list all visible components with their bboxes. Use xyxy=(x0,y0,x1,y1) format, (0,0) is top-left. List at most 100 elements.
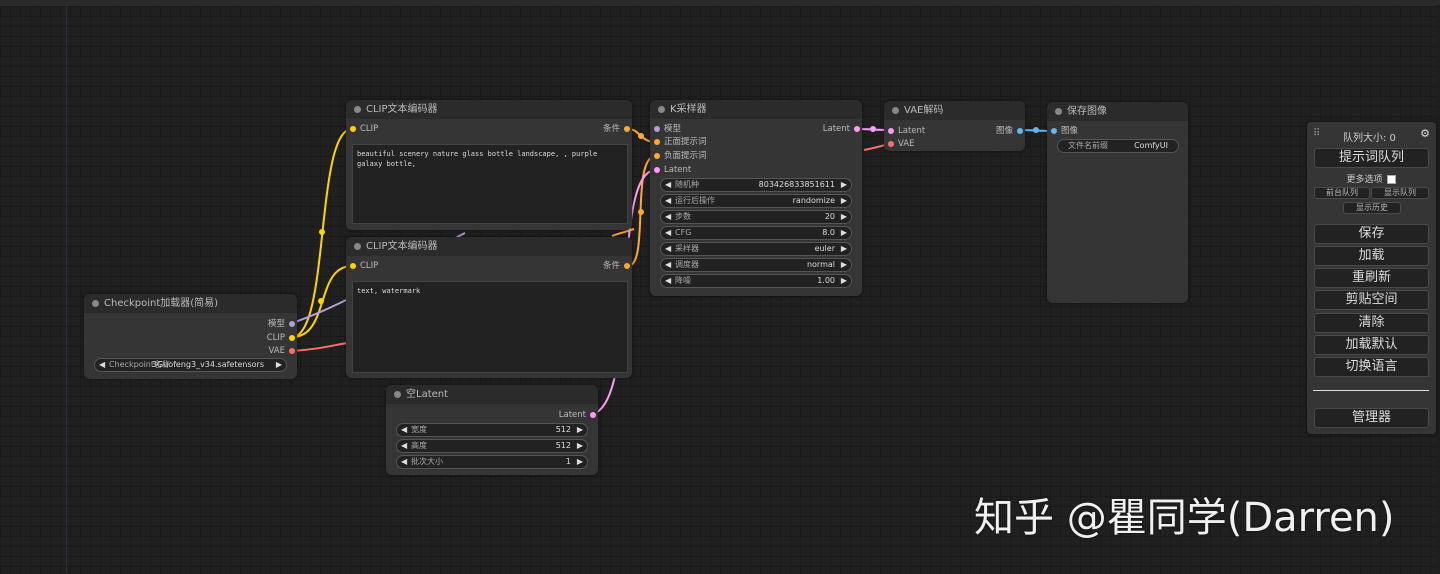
queue-front-button[interactable]: 前台队列 xyxy=(1314,187,1370,199)
node-title[interactable]: 保存图像 xyxy=(1047,102,1188,121)
latent-dot[interactable] xyxy=(654,167,660,173)
conditioning-dot[interactable] xyxy=(654,139,660,145)
widget-scheduler[interactable]: ◀ 调度器 normal ▶ xyxy=(660,258,852,272)
drag-handle-icon[interactable]: ⠿ xyxy=(1313,128,1321,139)
arrow-left-icon[interactable]: ◀ xyxy=(665,260,672,269)
checkpoint-name-combo[interactable]: ◀ Checkpoint名称 3Guofeng3_v34.safetensors… xyxy=(94,358,287,372)
arrow-right-icon[interactable]: ▶ xyxy=(840,196,847,205)
arrow-left-icon[interactable]: ◀ xyxy=(665,244,672,253)
arrow-right-icon[interactable]: ▶ xyxy=(840,228,847,237)
output-image[interactable]: 图像 xyxy=(996,126,1025,136)
widget-seed[interactable]: ◀ 随机种 803426833851611 ▶ xyxy=(660,178,852,192)
node-save-image[interactable]: 保存图像 图像 文件名前缀 ComfyUI xyxy=(1047,102,1188,303)
node-title[interactable]: K采样器 xyxy=(650,100,862,119)
node-title[interactable]: CLIP文本编码器 xyxy=(346,237,632,256)
vae-dot[interactable] xyxy=(289,348,295,354)
arrow-right-icon[interactable]: ▶ xyxy=(576,441,583,450)
view-history-button[interactable]: 显示历史 xyxy=(1343,202,1401,214)
arrow-left-icon[interactable]: ◀ xyxy=(99,360,106,369)
input-image[interactable]: 图像 xyxy=(1049,126,1078,136)
input-model[interactable]: 模型 xyxy=(652,124,681,134)
switch-language-button[interactable]: 切换语言 xyxy=(1314,357,1429,377)
output-conditioning[interactable]: 条件 xyxy=(603,124,632,134)
clip-dot[interactable] xyxy=(350,263,356,269)
input-clip[interactable]: CLIP xyxy=(348,124,378,134)
node-clip-text-encode-negative[interactable]: CLIP文本编码器 CLIP 条件 text, watermark xyxy=(346,237,632,378)
arrow-left-icon[interactable]: ◀ xyxy=(665,228,672,237)
node-title[interactable]: CLIP文本编码器 xyxy=(346,100,632,119)
widget-denoise[interactable]: ◀ 降噪 1.00 ▶ xyxy=(660,274,852,288)
output-latent[interactable]: Latent xyxy=(823,124,862,134)
refresh-button[interactable]: 重刷新 xyxy=(1314,268,1429,288)
save-button[interactable]: 保存 xyxy=(1314,224,1429,244)
prompt-textarea[interactable]: text, watermark xyxy=(352,281,628,373)
input-latent[interactable]: Latent xyxy=(886,126,925,136)
manager-button[interactable]: 管理器 xyxy=(1314,408,1429,428)
widget-cfg[interactable]: ◀ CFG 8.0 ▶ xyxy=(660,226,852,240)
input-vae[interactable]: VAE xyxy=(886,139,914,149)
clip-dot[interactable] xyxy=(350,126,356,132)
prompt-textarea[interactable]: beautiful scenery nature glass bottle la… xyxy=(352,144,628,224)
node-vae-decode[interactable]: VAE解码 Latent VAE 图像 xyxy=(884,101,1025,151)
node-checkpoint-loader[interactable]: Checkpoint加载器(简易) 模型 CLIP VAE ◀ Checkpoi… xyxy=(84,294,297,379)
latent-dot[interactable] xyxy=(590,412,596,418)
load-default-button[interactable]: 加载默认 xyxy=(1314,335,1429,355)
arrow-right-icon[interactable]: ▶ xyxy=(840,276,847,285)
widget-sampler[interactable]: ◀ 采样器 euler ▶ xyxy=(660,242,852,256)
arrow-right-icon[interactable]: ▶ xyxy=(840,180,847,189)
output-vae[interactable]: VAE xyxy=(269,346,297,356)
latent-dot[interactable] xyxy=(888,128,894,134)
conditioning-dot[interactable] xyxy=(624,126,630,132)
output-clip[interactable]: CLIP xyxy=(267,333,297,343)
watermark-text: 知乎 @瞿同学(Darren) xyxy=(974,495,1395,541)
load-button[interactable]: 加载 xyxy=(1314,246,1429,266)
widget-batch-size[interactable]: ◀ 批次大小 1 ▶ xyxy=(396,455,588,469)
node-clip-text-encode-positive[interactable]: CLIP文本编码器 CLIP 条件 beautiful scenery natu… xyxy=(346,100,632,230)
widget-control-after-generate[interactable]: ◀ 运行后操作 randomize ▶ xyxy=(660,194,852,208)
clear-button[interactable]: 清除 xyxy=(1314,313,1429,333)
output-model[interactable]: 模型 xyxy=(268,319,297,329)
image-dot[interactable] xyxy=(1051,128,1057,134)
filename-prefix-input[interactable]: 文件名前缀 ComfyUI xyxy=(1057,139,1179,153)
arrow-right-icon[interactable]: ▶ xyxy=(840,260,847,269)
arrow-left-icon[interactable]: ◀ xyxy=(665,180,672,189)
arrow-left-icon[interactable]: ◀ xyxy=(665,212,672,221)
input-clip[interactable]: CLIP xyxy=(348,261,378,271)
arrow-right-icon[interactable]: ▶ xyxy=(840,212,847,221)
view-queue-button[interactable]: 显示队列 xyxy=(1371,187,1429,199)
conditioning-dot[interactable] xyxy=(624,263,630,269)
input-positive[interactable]: 正面提示词 xyxy=(652,137,707,147)
arrow-left-icon[interactable]: ◀ xyxy=(665,196,672,205)
model-dot[interactable] xyxy=(289,321,295,327)
arrow-left-icon[interactable]: ◀ xyxy=(401,425,408,434)
gear-icon[interactable]: ⚙ xyxy=(1420,127,1430,140)
arrow-right-icon[interactable]: ▶ xyxy=(275,360,282,369)
queue-prompt-button[interactable]: 提示词队列 xyxy=(1314,148,1429,168)
output-conditioning[interactable]: 条件 xyxy=(603,261,632,271)
input-latent[interactable]: Latent xyxy=(652,165,691,175)
more-options-checkbox[interactable] xyxy=(1387,175,1397,184)
node-title[interactable]: Checkpoint加载器(简易) xyxy=(84,294,297,313)
node-empty-latent[interactable]: 空Latent Latent ◀ 宽度 512 ▶ ◀ 高度 512 ▶ ◀ 批… xyxy=(386,385,598,475)
node-title[interactable]: VAE解码 xyxy=(884,101,1025,120)
model-dot[interactable] xyxy=(654,126,660,132)
conditioning-dot[interactable] xyxy=(654,153,660,159)
arrow-left-icon[interactable]: ◀ xyxy=(401,457,408,466)
node-ksampler[interactable]: K采样器 模型 正面提示词 负面提示词 Latent Latent ◀ 随机种 … xyxy=(650,100,862,296)
widget-height[interactable]: ◀ 高度 512 ▶ xyxy=(396,439,588,453)
arrow-right-icon[interactable]: ▶ xyxy=(576,457,583,466)
clipspace-button[interactable]: 剪贴空间 xyxy=(1314,290,1429,310)
vae-dot[interactable] xyxy=(888,141,894,147)
image-dot[interactable] xyxy=(1017,128,1023,134)
arrow-right-icon[interactable]: ▶ xyxy=(840,244,847,253)
arrow-left-icon[interactable]: ◀ xyxy=(401,441,408,450)
arrow-left-icon[interactable]: ◀ xyxy=(665,276,672,285)
output-latent[interactable]: Latent xyxy=(559,410,598,420)
widget-steps[interactable]: ◀ 步数 20 ▶ xyxy=(660,210,852,224)
widget-width[interactable]: ◀ 宽度 512 ▶ xyxy=(396,423,588,437)
clip-dot[interactable] xyxy=(289,335,295,341)
node-title[interactable]: 空Latent xyxy=(386,385,598,404)
latent-dot[interactable] xyxy=(854,126,860,132)
input-negative[interactable]: 负面提示词 xyxy=(652,151,707,161)
arrow-right-icon[interactable]: ▶ xyxy=(576,425,583,434)
